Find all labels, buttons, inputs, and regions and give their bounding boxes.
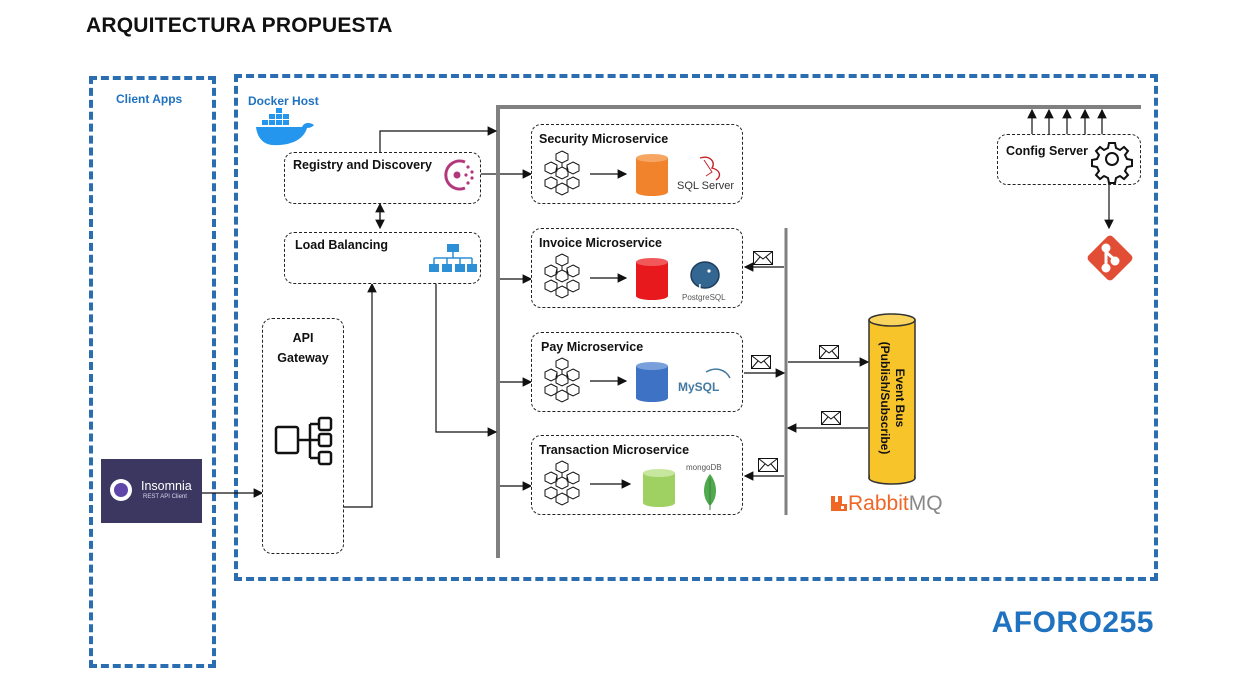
- database-icon: [636, 154, 668, 196]
- page-title: ARQUITECTURA PROPUESTA: [86, 14, 393, 37]
- client-apps-label: Client Apps: [116, 92, 183, 106]
- database-icon: [643, 469, 675, 507]
- rabbitmq-logo: RabbitMQ: [830, 492, 943, 516]
- rabbitmq-brand: Rabbit: [848, 492, 909, 515]
- gear-icon: [1091, 142, 1133, 184]
- invoice-microservice-label: Invoice Microservice: [539, 236, 662, 250]
- client-apps-zone: [89, 76, 216, 668]
- api-gateway-label-line2: Gateway: [277, 351, 329, 365]
- api-gateway-label-line1: API: [292, 331, 314, 345]
- mongodb-logo-icon: [704, 474, 716, 510]
- database-icon: [636, 258, 668, 300]
- docker-host-zone: [234, 74, 1158, 581]
- git-icon: [1087, 235, 1133, 281]
- insomnia-subtitle: REST API Client: [143, 494, 187, 500]
- postgresql-logo-icon: [690, 261, 720, 293]
- rabbitmq-suffix: MQ: [908, 492, 943, 515]
- event-bus-title: Event Bus: [893, 368, 907, 428]
- docker-icon: [256, 108, 314, 146]
- insomnia-logo-icon: [110, 479, 132, 501]
- registry-discovery-label: Registry and Discovery: [293, 158, 432, 172]
- consul-icon: [444, 159, 474, 191]
- sqlserver-logo-text: SQL Server: [677, 180, 735, 192]
- insomnia-client: Insomnia REST API Client: [101, 459, 202, 523]
- postgresql-logo-text: PostgreSQL: [682, 293, 726, 302]
- transaction-microservice-label: Transaction Microservice: [539, 443, 690, 457]
- mysql-logo-text: MySQL: [678, 380, 720, 394]
- envelope-icon: [819, 345, 839, 359]
- security-microservice-label: Security Microservice: [539, 132, 669, 146]
- envelope-icon: [751, 355, 771, 369]
- envelope-icon: [753, 251, 773, 265]
- microservice-cubes-icon: [544, 357, 580, 403]
- microservice-cubes-icon: [544, 460, 580, 506]
- envelope-icon: [821, 411, 841, 425]
- brand-name: AFORO255: [991, 606, 1154, 639]
- rabbitmq-icon: [831, 496, 847, 511]
- pay-microservice-label: Pay Microservice: [541, 340, 644, 354]
- docker-host-label: Docker Host: [248, 94, 319, 108]
- mongodb-logo-text: mongoDB: [686, 463, 722, 472]
- sqlserver-logo-icon: [699, 156, 721, 181]
- envelope-icon: [758, 458, 778, 472]
- microservice-cubes-icon: [544, 150, 580, 196]
- insomnia-name: Insomnia: [141, 479, 192, 493]
- load-balancing-label: Load Balancing: [295, 238, 389, 252]
- microservice-cubes-icon: [544, 253, 580, 299]
- database-icon: [636, 362, 668, 402]
- config-server-label: Config Server: [1006, 144, 1088, 158]
- event-bus-subtitle: (Publish/Subscribe): [878, 341, 892, 455]
- mysql-logo-icon: [705, 368, 731, 379]
- network-hierarchy-icon: [429, 244, 477, 272]
- registry-discovery-box: [284, 152, 481, 204]
- gateway-icon: [274, 416, 333, 466]
- event-bus-cylinder: [868, 313, 916, 485]
